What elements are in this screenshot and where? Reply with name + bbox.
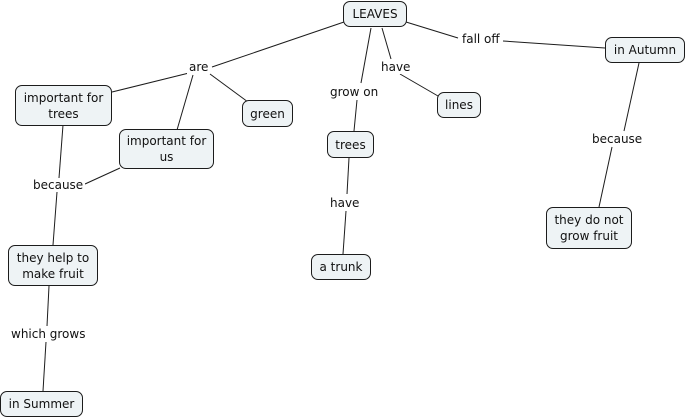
connector-line xyxy=(381,27,392,60)
concept-important-for-trees[interactable]: important for trees xyxy=(15,85,112,126)
concept-trees[interactable]: trees xyxy=(327,131,374,158)
connector-line xyxy=(176,74,194,131)
concept-a-trunk[interactable]: a trunk xyxy=(311,254,371,280)
connector-line xyxy=(598,146,613,208)
link-label-have: have xyxy=(328,196,362,210)
connector-line xyxy=(52,191,58,246)
connector-line xyxy=(502,40,606,49)
connector-line xyxy=(111,72,190,93)
connector-line xyxy=(211,21,345,68)
link-label-because: because xyxy=(590,132,645,146)
connector-line xyxy=(42,341,47,392)
link-label-have: have xyxy=(379,60,413,74)
link-label-because: because xyxy=(31,178,86,192)
concept-lines[interactable]: lines xyxy=(437,92,481,118)
link-label-fall-off: fall off xyxy=(460,32,502,46)
connector-line xyxy=(346,157,350,195)
concept-in-autumn[interactable]: in Autumn xyxy=(605,37,685,63)
concept-in-summer[interactable]: in Summer xyxy=(0,391,83,417)
connector-line xyxy=(353,99,358,132)
connector-line xyxy=(46,285,50,327)
connector-line xyxy=(209,73,249,103)
connector-line xyxy=(623,62,640,132)
connector-line xyxy=(58,124,64,179)
link-label-which-grows: which grows xyxy=(9,327,88,341)
concept-they-do-not-grow-fruit[interactable]: they do not grow fruit xyxy=(546,207,632,249)
concept-important-for-us[interactable]: important for us xyxy=(119,129,214,169)
connector-line xyxy=(399,73,439,97)
concept-green[interactable]: green xyxy=(242,100,293,127)
concept-leaves[interactable]: LEAVES xyxy=(343,1,407,27)
link-label-grow-on: grow on xyxy=(328,85,381,99)
link-label-are: are xyxy=(187,60,211,74)
connector-line xyxy=(405,21,459,39)
connector-line xyxy=(360,27,372,84)
connector-line xyxy=(342,210,347,255)
connector-line xyxy=(84,167,121,185)
concept-they-help-to-make-fruit[interactable]: they help to make fruit xyxy=(8,245,98,286)
